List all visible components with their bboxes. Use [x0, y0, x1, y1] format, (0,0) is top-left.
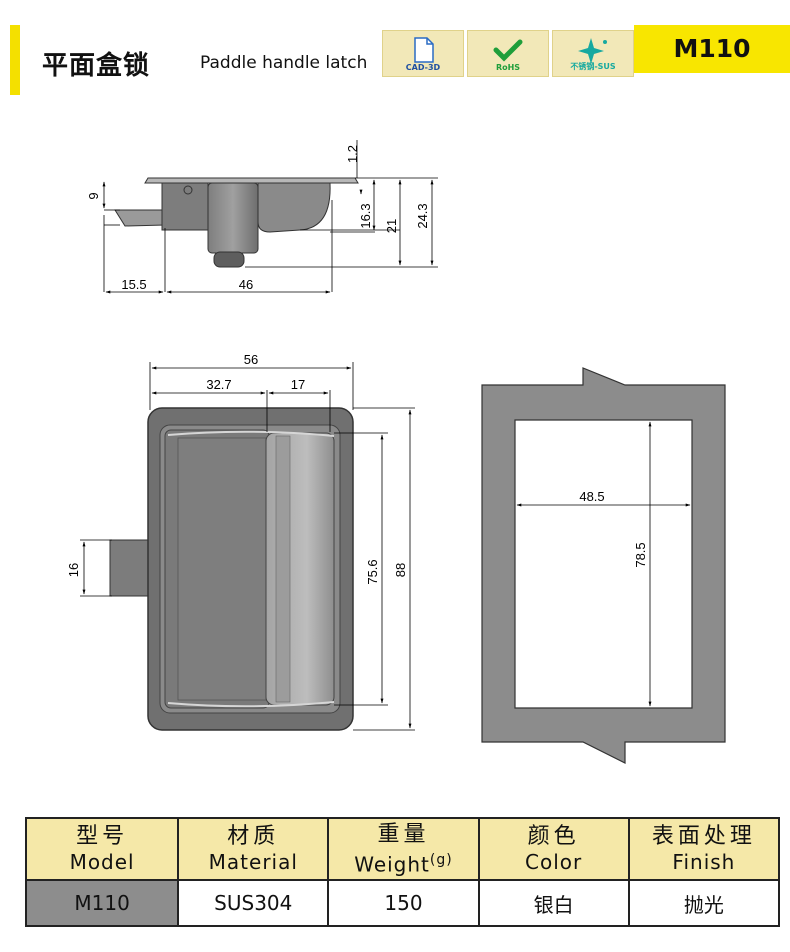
header-material: 材质 Material [177, 817, 330, 881]
sus-label: 不锈钢-SUS [570, 62, 616, 71]
value-material: SUS304 [177, 879, 330, 927]
weight-unit: (g) [429, 851, 453, 868]
value-weight: 150 [327, 879, 480, 927]
side-view: 1.2 9 16.3 21 24.3 15.5 46 [86, 140, 438, 294]
dim-21: 21 [384, 219, 399, 233]
dim-78-5: 78.5 [633, 542, 648, 567]
dim-1-2: 1.2 [345, 145, 360, 163]
checkmark-icon [493, 39, 523, 62]
cad-3d-label: CAD-3D [405, 63, 441, 72]
dim-32-7: 32.7 [206, 377, 231, 392]
cutout-view: 48.5 78.5 [481, 367, 726, 764]
rohs-badge[interactable]: RoHS [467, 30, 549, 77]
sparkle-icon [578, 38, 607, 64]
product-title-cn: 平面盒锁 [42, 51, 151, 81]
rohs-label: RoHS [495, 63, 521, 72]
dim-48-5: 48.5 [579, 489, 604, 504]
dim-75-6: 75.6 [365, 559, 380, 584]
header-weight: 重量 Weight(g) [327, 817, 480, 881]
value-model: M110 [24, 879, 180, 927]
dim-56: 56 [244, 352, 258, 367]
dim-88: 88 [393, 563, 408, 577]
header-finish: 表面处理 Finish [627, 817, 781, 881]
model-code-box: M110 [634, 25, 790, 73]
dim-16-3: 16.3 [358, 203, 373, 228]
dim-24-3: 24.3 [415, 203, 430, 228]
dim-9: 9 [86, 192, 101, 199]
value-color: 银白 [477, 879, 630, 927]
spec-table: 型号 Model 材质 Material 重量 Weight(g) 颜色 Col… [24, 817, 781, 927]
header-color: 颜色 Color [477, 817, 630, 881]
spec-value-row: M110 SUS304 150 银白 抛光 [24, 879, 781, 927]
header-accent-bar [10, 25, 20, 95]
sus-badge[interactable]: 不锈钢-SUS [552, 30, 634, 77]
document-icon [414, 37, 434, 63]
dim-15-5: 15.5 [121, 277, 146, 292]
front-view: 56 32.7 17 16 75.6 88 [66, 352, 415, 731]
technical-drawing: 1.2 9 16.3 21 24.3 15.5 46 [66, 140, 726, 764]
dim-46: 46 [239, 277, 253, 292]
product-title-en: Paddle handle latch [200, 53, 368, 73]
dim-17: 17 [291, 377, 305, 392]
spec-header-row: 型号 Model 材质 Material 重量 Weight(g) 颜色 Col… [24, 817, 781, 881]
cad-3d-badge[interactable]: CAD-3D [382, 30, 464, 77]
page-header: 平面盒锁 Paddle handle latch CAD-3D RoHS 不锈钢… [10, 25, 790, 95]
value-finish: 抛光 [627, 879, 781, 927]
dim-16: 16 [66, 563, 81, 577]
header-model: 型号 Model [24, 817, 180, 881]
